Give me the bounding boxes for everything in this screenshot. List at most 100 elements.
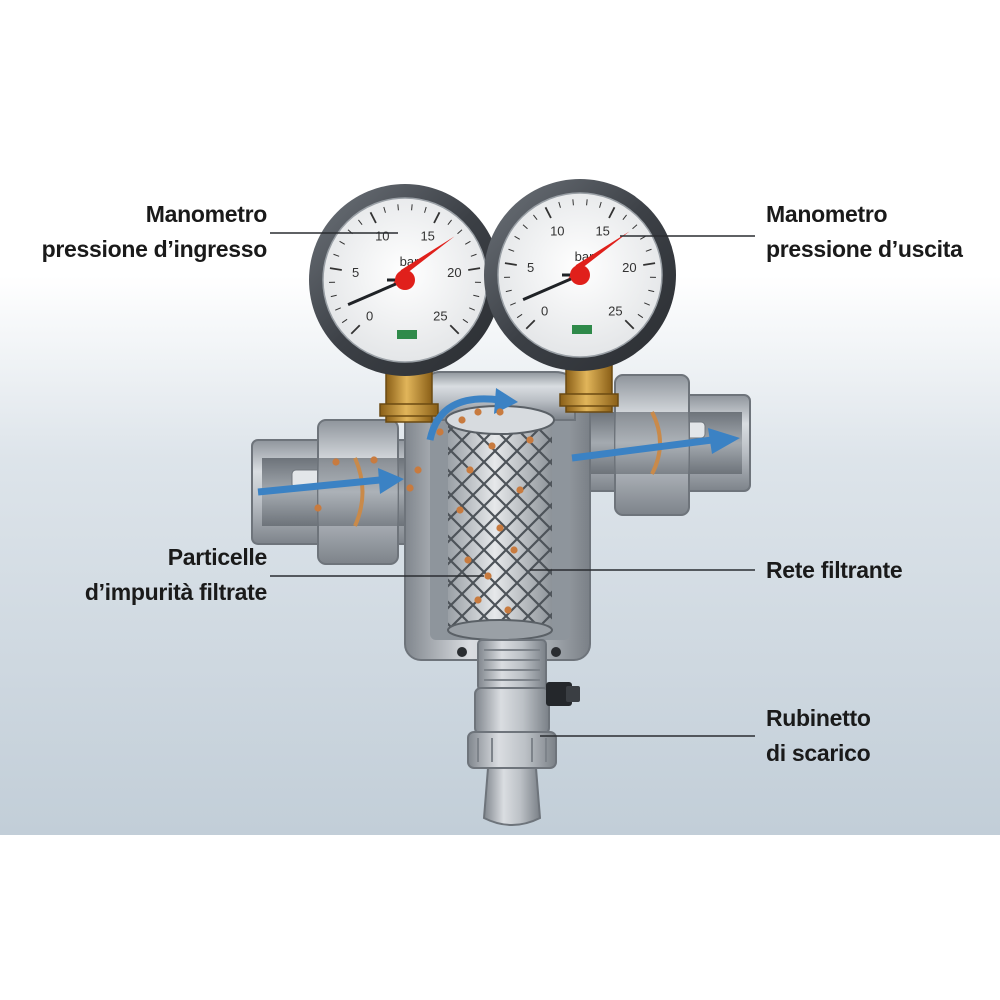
outlet-gauge-tick-label: 15 [595, 223, 609, 238]
inlet-gauge-tick-label: 10 [375, 228, 389, 243]
inlet-gauge-black-needle [347, 278, 406, 306]
inlet-flow-arrow [257, 476, 381, 496]
outlet-gauge-tick [558, 201, 561, 208]
inlet-gauge-needle-hub [395, 270, 415, 290]
inlet-gauge-tick-label: 15 [420, 228, 434, 243]
outlet-gauge-logo-icon [572, 325, 592, 334]
outlet-gauge-tick-label: 10 [550, 223, 564, 238]
particle-dot [370, 456, 378, 464]
particle-dot [496, 524, 504, 532]
inlet-gauge-tick [469, 307, 475, 311]
inlet-gauge-tick [464, 240, 471, 245]
outlet-gauge-tick [510, 302, 516, 306]
inlet-gauge-tick [350, 324, 361, 335]
drain-valve-handle [546, 682, 572, 706]
outlet-gauge-tick [599, 201, 602, 208]
outlet-gauge-tick [632, 224, 638, 230]
particle-dot [466, 466, 474, 474]
inlet-gauge-tick-label: 5 [352, 265, 359, 280]
outlet-gauge-tick [645, 248, 652, 252]
particle-dot [504, 606, 512, 614]
inlet-gauge-tick [457, 229, 463, 235]
inlet-gauge-tick [383, 206, 386, 213]
particle-dot [314, 504, 322, 512]
particle-dot [464, 556, 472, 564]
inlet-gauge-tick-label: 25 [433, 308, 447, 323]
particle-dot [510, 546, 518, 554]
particle-dot [496, 408, 504, 416]
outlet-gauge-tick [533, 214, 538, 220]
outlet-gauge-tick-label: 25 [608, 303, 622, 318]
outlet-gauge-tick [643, 262, 656, 266]
outlet-gauge-tick-label: 0 [541, 303, 548, 318]
outlet-gauge-tick [516, 313, 523, 319]
label-inlet-gauge: Manometro pressione d’ingresso [41, 201, 268, 262]
outlet-gauge-black-needle [522, 273, 581, 301]
outlet-gauge-tick [522, 224, 528, 230]
inlet-gauge-tick [397, 204, 399, 211]
outlet-gauge-tick [644, 302, 650, 306]
inlet-gauge-tick [335, 307, 341, 311]
outlet-gauge-tick [525, 319, 536, 330]
inlet-gauge-tick [358, 219, 363, 225]
impurity-particles [314, 408, 534, 614]
outlet-flow-arrow [571, 436, 713, 462]
inlet-gauge-tick [339, 240, 346, 245]
inlet-gauge-tick [433, 211, 441, 224]
outlet-gauge-tick [586, 199, 588, 206]
label-outlet-gauge: Manometro pressione d’uscita [766, 201, 963, 262]
outlet-gauge-tick [608, 206, 616, 219]
inlet-gauge-tick-label: 20 [447, 265, 461, 280]
outlet-gauge-tick [622, 214, 627, 220]
particle-dot [484, 572, 492, 580]
outlet-gauge-tick [544, 206, 552, 219]
particle-dot [406, 484, 414, 492]
filter-mesh-cylinder [445, 405, 555, 641]
label-filter-mesh: Rete filtrante [766, 557, 903, 583]
inlet-gauge-tick [447, 219, 452, 225]
inlet-gauge-tick [329, 267, 342, 271]
outlet-gauge-tick [624, 319, 635, 330]
inlet-gauge-tick [424, 206, 427, 213]
particle-dot [474, 408, 482, 416]
outlet-gauge-tick [637, 313, 644, 319]
outlet-gauge-tick [508, 248, 515, 252]
flow-arrows [257, 388, 740, 496]
outlet-gauge-tick [648, 289, 655, 293]
particle-dot [436, 428, 444, 436]
inlet-gauge-tick [341, 318, 348, 324]
particle-dot [516, 486, 524, 494]
particle-dot [474, 596, 482, 604]
inlet-gauge-tick [411, 204, 413, 211]
particle-dot [458, 416, 466, 424]
inlet-gauge-tick [468, 267, 481, 271]
inlet-gauge-tick-label: 0 [366, 308, 373, 323]
outlet-gauge-tick-label: 20 [622, 260, 636, 275]
outlet-gauge-tick [639, 235, 646, 240]
inlet-gauge-tick [369, 211, 377, 224]
outlet-gauge-tick [514, 235, 521, 240]
label-drain-valve: Rubinetto di scarico [766, 705, 871, 766]
inlet-gauge-tick [470, 253, 477, 257]
particle-dot [456, 506, 464, 514]
outlet-gauge-tick [572, 199, 574, 206]
inlet-gauge-tick [462, 318, 469, 324]
label-particles: Particelle d’impurità filtrate [84, 544, 267, 605]
outlet-gauge-tick-label: 5 [527, 260, 534, 275]
particle-dot [488, 442, 496, 450]
inlet-gauge-tick [333, 253, 340, 257]
outlet-gauge-tick [504, 262, 517, 266]
leader-lines [270, 232, 755, 737]
inlet-gauge-tick [473, 294, 480, 298]
inlet-gauge-tick [330, 294, 337, 298]
outlet-gauge-tick [505, 289, 512, 293]
turn-flow-arrow [426, 395, 501, 441]
particle-dot [414, 466, 422, 474]
inlet-gauge-tick [449, 324, 460, 335]
particle-dot [526, 436, 534, 444]
outlet-gauge-needle-hub [570, 265, 590, 285]
